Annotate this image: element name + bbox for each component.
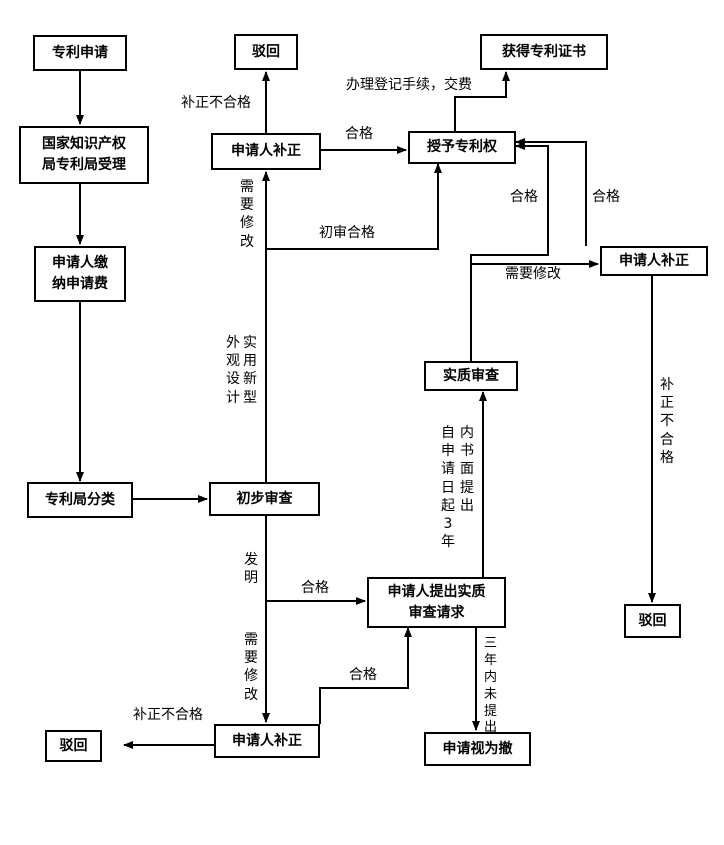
vertical-label-char: 3 <box>443 515 453 532</box>
vertical-label-char: 出 <box>484 720 498 736</box>
vertical-label-char: 改 <box>244 686 258 703</box>
vertical-label-char: 计 <box>226 389 240 406</box>
label-needs-revision-top: 需要修改 <box>240 178 254 251</box>
label-correction-fail-right: 补正不合格 <box>660 376 674 467</box>
vertical-label-char: 发 <box>244 552 258 568</box>
node-patent-application: 专利申请 <box>33 35 127 71</box>
arrow-correction-bottom-to-request <box>319 627 412 724</box>
vertical-label-char: 新 <box>243 371 257 388</box>
label-qualified-right: 合格 <box>592 189 620 205</box>
vertical-label-char: 合 <box>660 431 674 448</box>
vertical-label-char: 明 <box>244 570 258 587</box>
arrow-prelim-ok-to-grant <box>266 163 442 250</box>
vertical-label-char: 起 <box>441 497 455 514</box>
vertical-label-char: 需 <box>240 179 254 195</box>
vertical-label-char: 设 <box>226 371 240 388</box>
node-classification: 专利局分类 <box>27 482 133 518</box>
label-qualified-bottom: 合格 <box>349 667 377 683</box>
vertical-label-char: 修 <box>244 668 258 685</box>
vertical-label-char: 需 <box>244 632 258 648</box>
arrow-grant-to-certificate <box>454 71 510 132</box>
vertical-label-char: 观 <box>226 353 240 370</box>
vertical-label-char: 正 <box>660 395 674 412</box>
vertical-label-char: 内 <box>460 425 474 441</box>
vertical-label-char: 实 <box>243 335 257 351</box>
node-sipo-acceptance: 国家知识产权 局专利局受理 <box>19 126 149 184</box>
vertical-label-char: 请 <box>441 461 455 478</box>
vertical-label-char: 年 <box>484 652 498 668</box>
node-correction-bottom: 申请人补正 <box>214 724 320 758</box>
vertical-label-char: 出 <box>460 497 474 514</box>
vertical-label-char: 面 <box>460 461 474 478</box>
vertical-label-char: 不 <box>660 413 674 430</box>
vertical-label-char: 用 <box>243 353 257 370</box>
vertical-label-char: 格 <box>660 449 674 466</box>
vertical-label-char: 要 <box>240 197 254 214</box>
vertical-label-char: 补 <box>660 377 674 393</box>
vertical-label-char: 未 <box>484 686 498 702</box>
vertical-label-char: 自 <box>441 425 455 441</box>
vertical-label-char: 外 <box>226 335 240 351</box>
label-qualified-req: 合格 <box>301 580 329 596</box>
vertical-label-char: 三 <box>484 636 498 651</box>
node-preliminary-exam: 初步审查 <box>209 482 320 516</box>
label-correction-fail-bottom: 补正不合格 <box>128 706 208 724</box>
node-pay-fee: 申请人缴 纳申请费 <box>34 246 126 302</box>
vertical-label-char: 日 <box>441 479 455 496</box>
vertical-label-char: 书 <box>460 443 474 460</box>
vertical-label-char: 提 <box>460 479 474 496</box>
node-reject-bottom: 驳回 <box>45 730 102 762</box>
node-correction-top: 申请人补正 <box>211 133 321 170</box>
label-prelim-qualified: 初审合格 <box>319 225 375 241</box>
vertical-label-char: 修 <box>240 215 254 232</box>
label-invention: 发明 <box>244 551 258 587</box>
label-needs-revision-bottom: 需要修改 <box>244 631 258 704</box>
vertical-label-char: 型 <box>243 389 257 406</box>
vertical-label-char: 提 <box>484 703 498 719</box>
label-needs-revision-right: 需要修改 <box>505 266 561 282</box>
label-design-types-col2: 实用新型 <box>243 334 257 407</box>
vertical-label-char: 改 <box>240 233 254 250</box>
label-qualified-mid: 合格 <box>510 189 538 205</box>
vertical-label-char: 申 <box>441 443 455 460</box>
label-within3-col2: 内书面提出 <box>460 424 474 515</box>
label-not-filed-3y: 三年内未提出 <box>484 636 497 737</box>
arrow-correction-right-to-grant <box>515 138 587 246</box>
vertical-label-char: 要 <box>244 650 258 667</box>
node-reject-right: 驳回 <box>624 604 681 638</box>
node-reject-top: 驳回 <box>234 34 298 70</box>
label-design-types-col1: 外观设计 <box>226 334 240 407</box>
node-grant: 授予专利权 <box>408 131 516 164</box>
node-request-substantive: 申请人提出实质 审查请求 <box>367 577 506 628</box>
vertical-label-char: 内 <box>484 669 498 685</box>
node-certificate: 获得专利证书 <box>480 34 608 70</box>
label-correction-fail-top: 补正不合格 <box>181 95 251 111</box>
label-register-fee: 办理登记手续，交费 <box>346 77 472 93</box>
node-substantive-exam: 实质审查 <box>424 361 518 391</box>
arrow-substantive-up <box>470 142 549 361</box>
label-qualified-top: 合格 <box>345 126 373 142</box>
vertical-label-char: 年 <box>441 534 455 551</box>
node-deemed-withdrawn: 申请视为撤 <box>424 732 531 766</box>
label-correction-fail-bottom-text: 补正不合格 <box>133 707 203 723</box>
node-correction-right: 申请人补正 <box>600 246 708 276</box>
